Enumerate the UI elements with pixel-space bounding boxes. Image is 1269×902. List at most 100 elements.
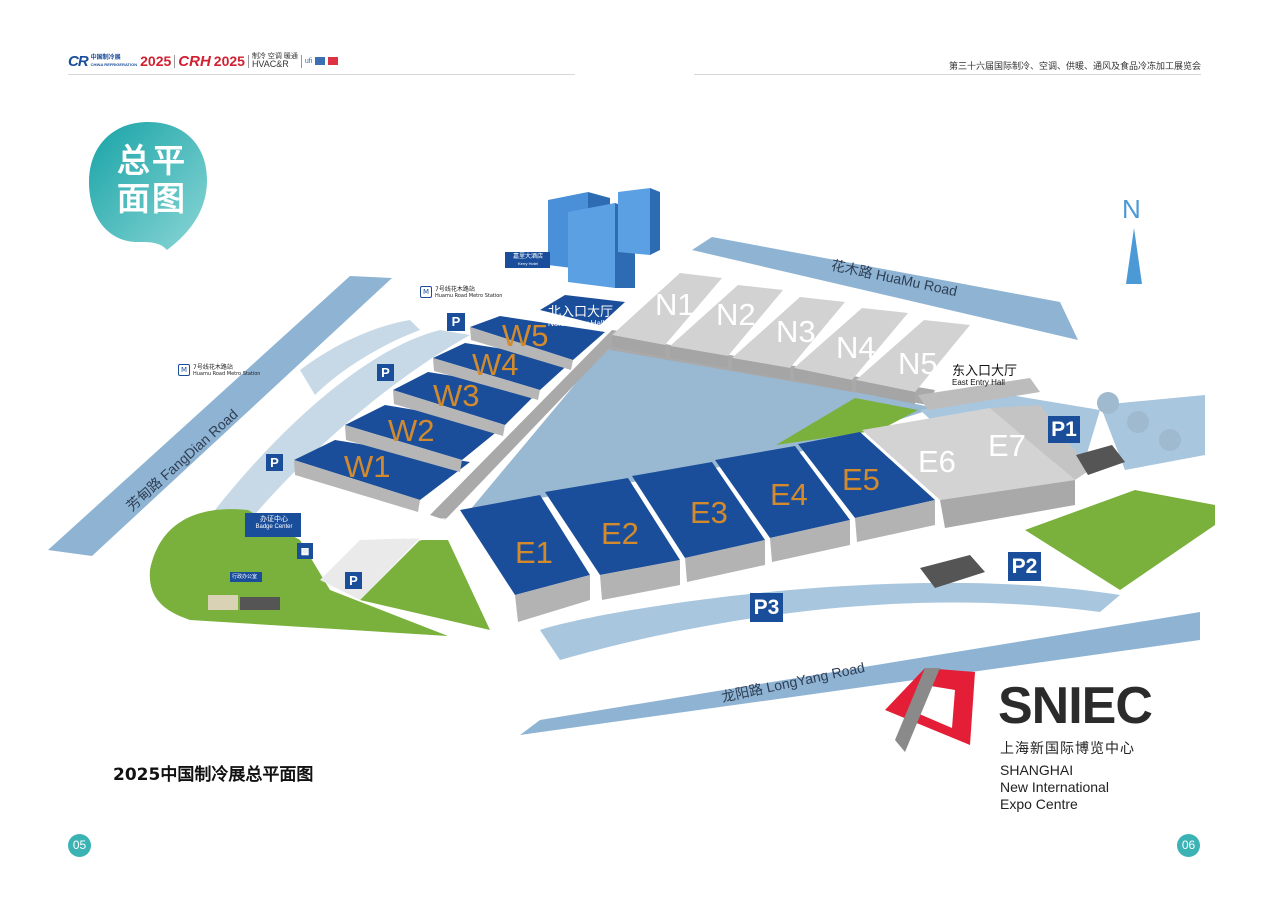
hotel-cn: 嘉里大酒店	[512, 254, 543, 260]
admin-office-cn: 行政办公室	[232, 574, 258, 580]
office-building	[240, 597, 280, 610]
p1-building	[1076, 445, 1125, 475]
hall-n1[interactable]: N1	[655, 287, 695, 322]
taxi-icon: ▩	[297, 543, 313, 559]
hall-e2[interactable]: E2	[601, 516, 639, 551]
metro-icon: M	[420, 286, 432, 298]
cr-logo-text: 中国制冷展 CHINA REFRIGERATION	[91, 55, 137, 67]
south-entry-cn: 南入口大厅	[382, 517, 448, 532]
grass-east	[776, 398, 918, 445]
metro-station-west[interactable]: M 7号线花木路站 Huamu Road Metro Station	[178, 364, 260, 377]
metro-icon: M	[178, 364, 190, 376]
hall-w5[interactable]: W5	[502, 318, 549, 353]
hall-w2[interactable]: W2	[388, 413, 435, 448]
hvac-logo: 制冷 空调 暖通 HVAC&R	[252, 53, 298, 69]
admin-office[interactable]: 行政办公室	[232, 574, 257, 580]
north-entry-cn: 北入口大厅	[548, 304, 614, 319]
metro-north-cn: 7号线花木路站	[435, 286, 475, 293]
parking-p3[interactable]: P3	[750, 593, 783, 622]
west-halls	[294, 295, 625, 512]
metro-station-north[interactable]: M 7号线花木路站 Huamu Road Metro Station	[420, 286, 502, 299]
p1-area	[1100, 395, 1205, 470]
south-road-p3	[540, 582, 1120, 660]
office-sign	[230, 572, 262, 582]
east-entry-cn: 东入口大厅	[952, 363, 1018, 378]
west-ring-road	[300, 320, 420, 395]
hall-e1[interactable]: E1	[515, 535, 553, 570]
kerry-hotel-label[interactable]: 嘉里大酒店 Kerry Hotel	[508, 254, 548, 266]
logo-separator	[174, 54, 176, 68]
roundabout	[1159, 429, 1181, 451]
sniec-brand-en-3: Expo Centre	[1000, 796, 1078, 812]
logo-separator	[247, 54, 249, 68]
hall-w3[interactable]: W3	[433, 378, 480, 413]
hotel-en: Kerry Hotel	[517, 261, 538, 266]
cr-year: 2025	[140, 53, 172, 69]
hall-e3[interactable]: E3	[690, 495, 728, 530]
cr-logo-en: CHINA REFRIGERATION	[90, 62, 138, 67]
longyang-road	[520, 612, 1200, 735]
badge-center[interactable]: 办证中心 Badge Center	[248, 516, 300, 531]
hall-w4[interactable]: W4	[472, 347, 519, 382]
cr-logo: CR	[68, 52, 89, 70]
hall-n5[interactable]: N5	[898, 346, 938, 381]
ufi-logo: ufi	[304, 57, 313, 65]
west-walkway	[430, 330, 625, 520]
south-entry-hall[interactable]: 南入口大厅 South Entry Hall	[382, 517, 448, 542]
hall-e5[interactable]: E5	[842, 462, 880, 497]
roundabout	[1097, 392, 1119, 414]
north-entry-hall[interactable]: 北入口大厅 North Entry Hall	[548, 304, 614, 329]
title-bubble	[89, 122, 207, 250]
hvac-logo-cn: 制冷 空调 暖通	[251, 53, 298, 60]
hall-e7[interactable]: E7	[988, 428, 1026, 463]
west-ring-road	[215, 330, 470, 520]
header-divider-right	[694, 74, 1201, 75]
hall-w1[interactable]: W1	[344, 449, 391, 484]
sniec-logo-icon	[885, 668, 975, 752]
metro-north-en: Huamu Road Metro Station	[435, 293, 503, 299]
hall-n2[interactable]: N2	[716, 297, 756, 332]
parking-sign[interactable]: P	[377, 364, 394, 381]
sniec-brand-en-1: SHANGHAI	[1000, 762, 1074, 778]
exhibition-subtitle: 第三十六届国际制冷、空调、供暖、通风及食品冷冻加工展览会	[948, 62, 1201, 72]
grass-south	[360, 540, 490, 630]
cr-logo-cn: 中国制冷展	[90, 55, 121, 61]
partner-logo-icon	[315, 57, 326, 65]
logo-separator	[300, 54, 302, 68]
sniec-brand-cn: 上海新国际博览中心	[1000, 741, 1135, 757]
parking-p2[interactable]: P2	[1008, 552, 1041, 581]
hall-n3[interactable]: N3	[776, 314, 816, 349]
east-entry-hall[interactable]: 东入口大厅 East Entry Hall	[952, 363, 1018, 388]
sniec-brand-name: SNIEC	[998, 677, 1153, 735]
central-plaza	[470, 340, 935, 510]
p2-building	[920, 555, 985, 588]
badge-center-en: Badge Center	[255, 524, 293, 530]
map-title-line-1: 总平	[117, 141, 187, 180]
hall-e6[interactable]: E6	[918, 444, 956, 479]
roundabout	[1127, 411, 1149, 433]
east-halls	[460, 405, 1090, 622]
north-arrow-icon	[1126, 228, 1142, 284]
crh-logo: CRH	[178, 52, 211, 70]
hvac-logo-en: HVAC&R	[251, 59, 289, 69]
parking-sign[interactable]: P	[345, 572, 362, 589]
hotel-sign	[505, 252, 550, 268]
header-divider-left	[68, 74, 575, 75]
badge-center-cn: 办证中心	[260, 516, 288, 523]
metro-west-en: Huamu Road Metro Station	[193, 371, 261, 377]
parking-sign[interactable]: P	[266, 454, 283, 471]
badge-center-sign	[245, 513, 301, 537]
parking-p1[interactable]: P1	[1048, 416, 1080, 443]
page-number-right: 06	[1177, 834, 1200, 857]
page-number-left: 05	[68, 834, 91, 857]
parking-sign[interactable]: P	[447, 313, 465, 331]
map-title-line-2: 面图	[117, 179, 187, 218]
hall-n4[interactable]: N4	[836, 330, 876, 365]
grass-southeast	[1025, 490, 1215, 590]
hall-e4[interactable]: E4	[770, 477, 808, 512]
map-title-badge: 总平 面图	[106, 142, 198, 218]
office-building	[208, 595, 238, 610]
north-halls	[612, 273, 1040, 410]
north-indicator: N	[1122, 194, 1141, 224]
